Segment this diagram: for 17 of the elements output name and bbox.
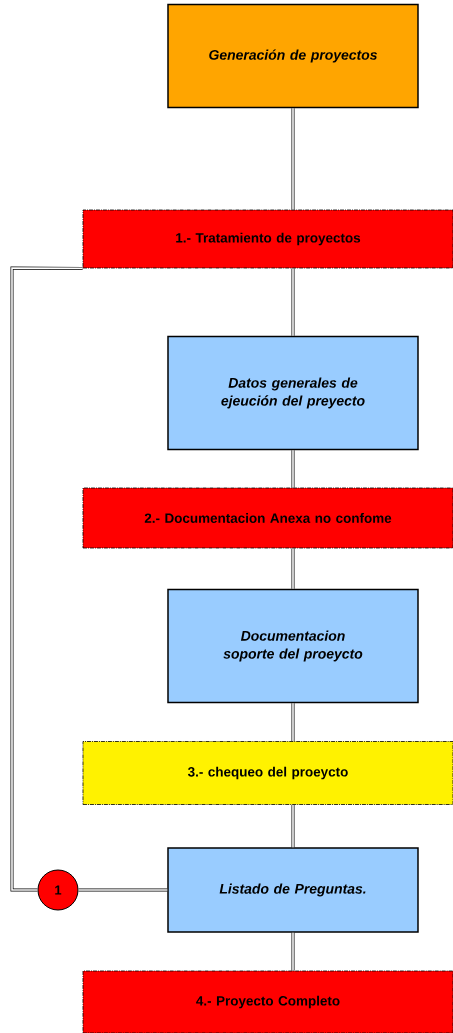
connector-line <box>291 449 295 489</box>
connector-line <box>291 107 295 211</box>
stage-band: 3.- chequeo del proeycto <box>82 741 453 805</box>
stage-band: 2.- Documentacion Anexa no confome <box>82 487 453 549</box>
process-box: Datos generales de ejeución del preyecto <box>167 335 419 451</box>
process-box: Listado de Preguntas. <box>167 847 419 933</box>
connector-line <box>291 702 295 742</box>
connector-line <box>291 804 295 849</box>
stage-band: 4.- Proyecto Completo <box>82 970 453 1033</box>
connector-line <box>10 266 84 892</box>
connector-line <box>77 888 169 892</box>
connector-line <box>291 931 295 972</box>
process-box: Generación de proyectos <box>167 3 419 109</box>
connector-line <box>291 267 295 337</box>
process-box: Documentacion soporte del proeycto <box>167 588 419 704</box>
connector-line <box>291 547 295 590</box>
stage-band: 1.- Tratamiento de proyectos <box>82 209 453 269</box>
